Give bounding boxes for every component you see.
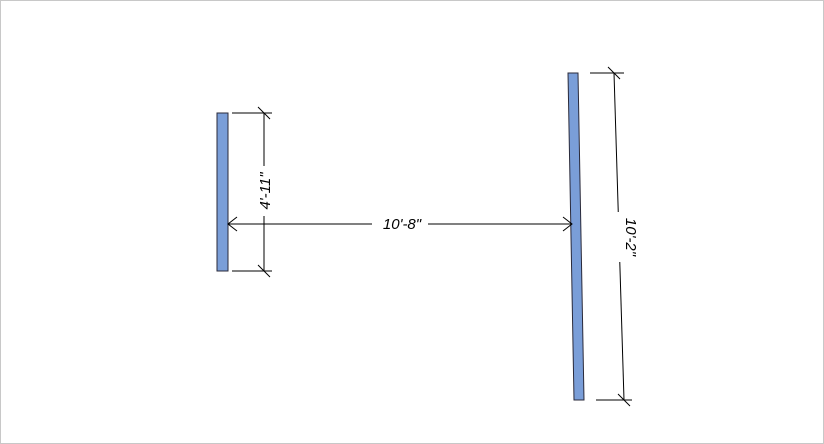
right-wall-height-label: 10'-2" [622, 218, 639, 257]
dimension-wall-spacing[interactable]: 10'-8" [227, 215, 573, 233]
wall-spacing-label: 10'-8" [383, 216, 422, 233]
wall-left[interactable] [216, 112, 229, 272]
left-wall-height-label: 4'-11" [257, 172, 274, 210]
wall-right[interactable] [567, 72, 585, 401]
dimension-left-wall-height[interactable]: 4'-11" [232, 106, 274, 278]
dimension-right-wall-height[interactable]: 10'-2" [590, 66, 639, 407]
